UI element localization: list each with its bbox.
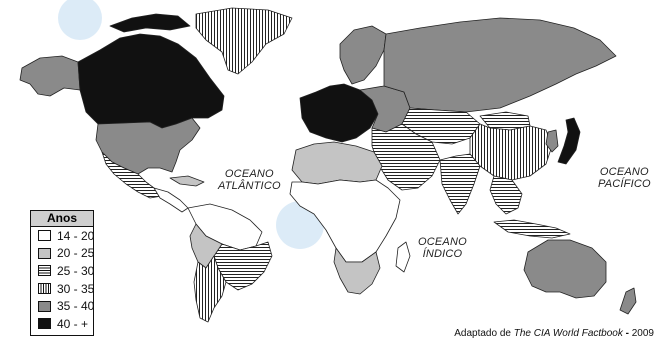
indonesia bbox=[493, 219, 571, 239]
alaska bbox=[19, 55, 81, 97]
legend-label: 35 - 40 bbox=[57, 299, 95, 314]
legend-item: 30 - 35 bbox=[31, 280, 95, 298]
legend-item: 14 - 20 bbox=[31, 227, 95, 245]
scandinavia bbox=[339, 25, 387, 85]
legend-label: 14 - 20 bbox=[57, 228, 95, 243]
source-caption: Adaptado de The CIA World Factbook - 200… bbox=[454, 328, 654, 339]
argentina-chile bbox=[193, 255, 227, 323]
legend-label: 25 - 30 bbox=[57, 263, 95, 278]
legend-label: 20 - 25 bbox=[57, 246, 95, 261]
central-africa bbox=[289, 179, 401, 263]
arctic-islands bbox=[109, 13, 191, 33]
legend-item: 20 - 25 bbox=[31, 245, 95, 263]
india bbox=[439, 153, 481, 215]
madagascar bbox=[395, 241, 411, 273]
caribbean bbox=[169, 175, 205, 187]
legend-item: 25 - 30 bbox=[31, 262, 95, 280]
caption-prefix: Adaptado de bbox=[454, 328, 514, 339]
japan bbox=[557, 117, 581, 165]
legend-swatch-horizontal-stripes bbox=[38, 265, 51, 277]
legend-swatch-light-gray bbox=[38, 247, 51, 259]
western-europe bbox=[299, 83, 379, 143]
greenland bbox=[195, 7, 293, 75]
legend-label: 30 - 35 bbox=[57, 281, 95, 296]
new-zealand bbox=[619, 287, 637, 315]
southeast-asia bbox=[489, 175, 523, 215]
china bbox=[469, 123, 553, 181]
legend-label: 40 - + bbox=[57, 316, 89, 331]
legend-swatch-vertical-stripes bbox=[38, 283, 51, 295]
legend-title: Anos bbox=[31, 211, 93, 227]
legend-swatch-dark-gray bbox=[38, 300, 51, 312]
legend-item: 40 - + bbox=[31, 315, 93, 333]
map-legend: Anos 14 - 20 20 - 25 25 - 30 30 - 35 35 … bbox=[30, 210, 94, 336]
australia bbox=[523, 239, 607, 299]
korea bbox=[545, 129, 559, 153]
legend-item: 35 - 40 bbox=[31, 297, 95, 315]
russia bbox=[383, 17, 617, 113]
caption-source: The CIA World Factbook bbox=[513, 328, 623, 339]
legend-swatch-white bbox=[38, 230, 51, 242]
southern-africa bbox=[333, 247, 381, 295]
north-africa bbox=[291, 141, 383, 185]
caption-year: 2009 bbox=[631, 328, 654, 339]
canada bbox=[77, 33, 225, 129]
central-america bbox=[153, 187, 189, 213]
legend-swatch-black bbox=[38, 318, 51, 330]
caption-separator: - bbox=[622, 328, 632, 339]
